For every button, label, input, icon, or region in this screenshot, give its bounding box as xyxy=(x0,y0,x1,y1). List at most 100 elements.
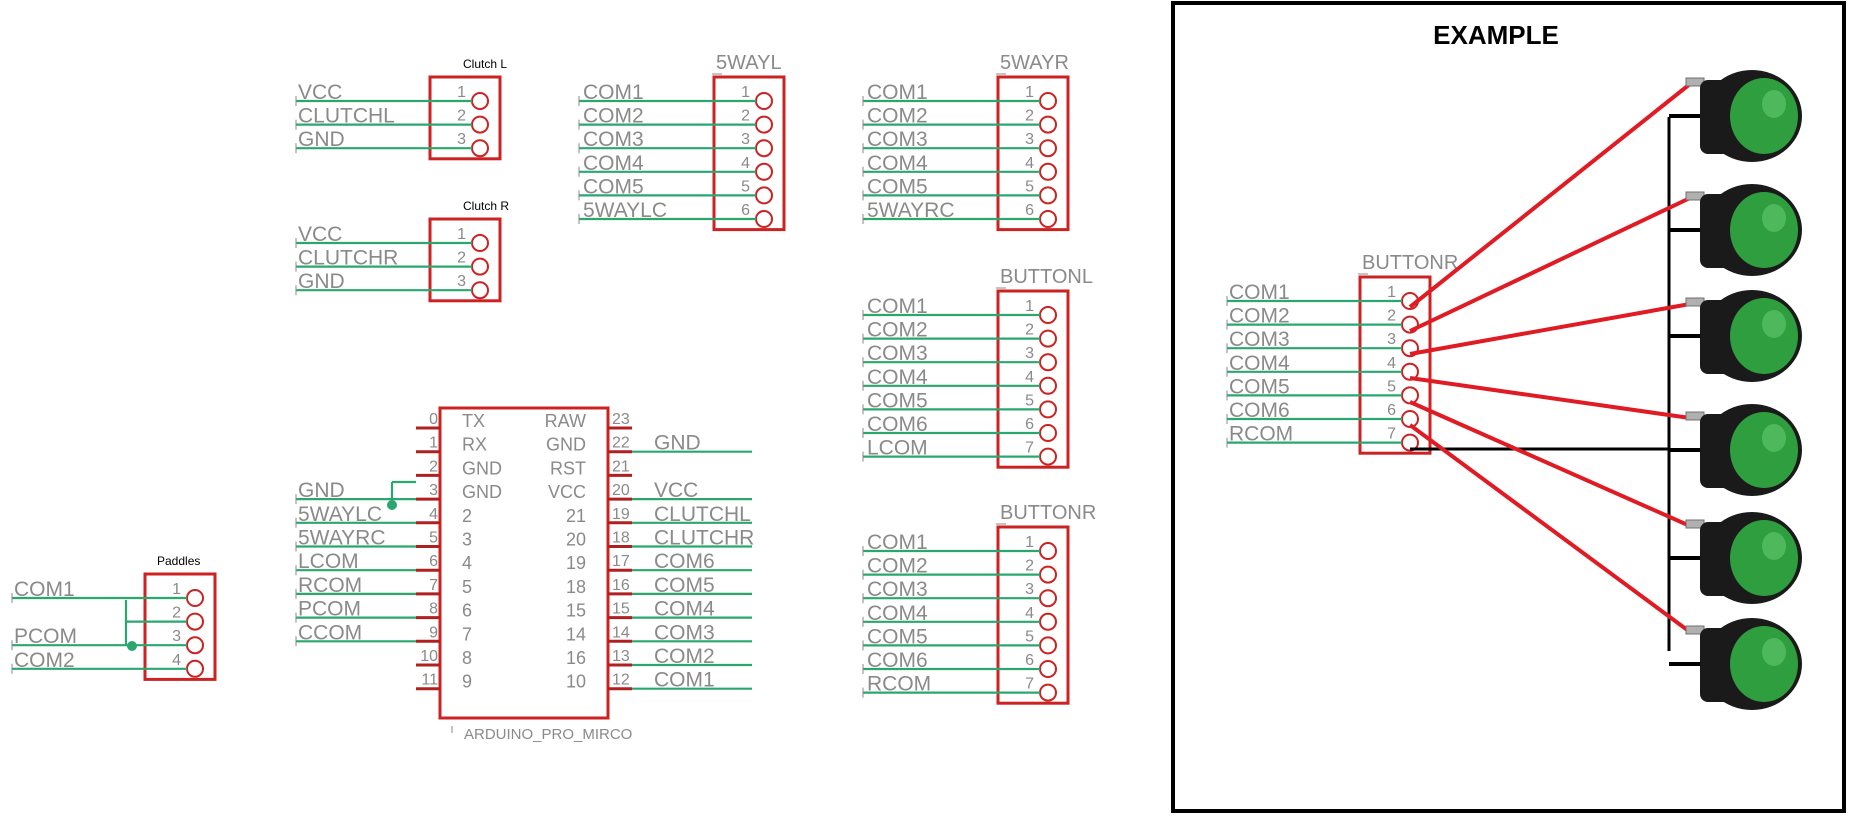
pin-number: 1 xyxy=(1025,534,1034,551)
net-label: LCOM xyxy=(867,437,928,460)
net-label: COM1 xyxy=(1229,281,1290,304)
arduino-pin-label: RAW xyxy=(545,411,586,431)
pin-circle xyxy=(1039,447,1057,466)
pin-circle xyxy=(1039,186,1057,205)
pin-circle xyxy=(186,636,204,655)
arduino-pin-label: TX xyxy=(462,411,485,431)
arduino-pin-label: 14 xyxy=(566,624,586,644)
connector-clutch-l xyxy=(428,75,502,161)
button-highlight xyxy=(1762,310,1786,338)
connector-body xyxy=(996,525,1070,705)
pin-number: 1 xyxy=(172,581,181,598)
net-label: RCOM xyxy=(298,574,362,597)
arduino-pin-label: 8 xyxy=(462,648,472,668)
pin-circle xyxy=(1401,410,1419,428)
arduino-pin-number: 11 xyxy=(421,672,438,689)
pin-circle xyxy=(755,210,773,228)
pin-number: 2 xyxy=(457,250,466,267)
pin-circle xyxy=(471,115,489,134)
button-cap xyxy=(1730,520,1798,596)
pin-number: 7 xyxy=(1387,426,1396,443)
connector-title: Clutch R xyxy=(463,199,509,213)
net-label: 5WAYRC xyxy=(867,199,955,222)
arduino-pin-number: 5 xyxy=(429,530,438,547)
pin-circle xyxy=(1039,612,1057,631)
pin-number: 5 xyxy=(741,178,750,195)
arduino-pin-label: 7 xyxy=(462,624,472,644)
button-cap xyxy=(1730,412,1798,488)
net-label: COM4 xyxy=(867,366,928,389)
arduino-pin-label: GND xyxy=(546,435,586,455)
button-highlight xyxy=(1762,204,1786,232)
pin-circle xyxy=(1039,210,1057,228)
pin-number: 5 xyxy=(1387,378,1396,395)
net-label: RCOM xyxy=(1229,423,1293,446)
connector-title: Clutch L xyxy=(463,57,507,71)
connector-title: BUTTONR xyxy=(1362,252,1458,274)
arduino-pin-label: RX xyxy=(462,435,487,455)
net-label: COM2 xyxy=(867,319,928,342)
arduino-pin-label: VCC xyxy=(548,482,586,502)
arduino-pin-number: 20 xyxy=(612,482,630,499)
pin-number: 4 xyxy=(172,652,181,669)
net-label: LCOM xyxy=(298,550,359,573)
connector-clutch-r xyxy=(428,217,502,303)
connector-5wayr xyxy=(996,75,1070,232)
net-label: COM6 xyxy=(867,649,928,672)
arduino-pin-number: 0 xyxy=(429,411,438,428)
arduino-pin-label: 2 xyxy=(462,506,472,526)
pin-circle xyxy=(471,257,489,276)
connector-title: 5WAYL xyxy=(716,52,782,74)
connector-title: 5WAYR xyxy=(1000,52,1069,74)
pin-number: 6 xyxy=(1025,416,1034,433)
pin-number: 5 xyxy=(1025,178,1034,195)
arduino-pin-number: 15 xyxy=(612,601,630,618)
net-label: COM5 xyxy=(1229,375,1290,398)
pin-number: 1 xyxy=(741,84,750,101)
net-label: COM1 xyxy=(867,531,928,554)
pin-circle xyxy=(755,186,773,205)
pin-circle xyxy=(186,612,204,631)
green-pushbutton-icon xyxy=(1685,70,1802,162)
net-label: CCOM xyxy=(298,621,362,644)
arduino-pin-number: 8 xyxy=(429,601,438,618)
button-highlight xyxy=(1762,90,1786,118)
net-label: GND xyxy=(298,479,345,502)
arduino-pin-label: 5 xyxy=(462,577,472,597)
signal-wire xyxy=(1409,376,1691,420)
green-pushbutton-icon xyxy=(1685,290,1802,382)
arduino-pin-label: 16 xyxy=(566,648,586,668)
connector-buttonl xyxy=(996,289,1070,469)
net-label: COM6 xyxy=(1229,399,1290,422)
net-label: 5WAYRC xyxy=(298,527,386,550)
signal-wire xyxy=(1409,196,1691,333)
green-pushbutton-icon xyxy=(1685,618,1802,710)
pin-number: 1 xyxy=(457,84,466,101)
pin-number: 2 xyxy=(1025,322,1034,339)
net-label: CLUTCHR xyxy=(298,247,398,270)
net-label: CLUTCHR xyxy=(654,527,754,550)
arduino-pin-number: 3 xyxy=(429,482,438,499)
arduino-pin-number: 23 xyxy=(612,411,630,428)
pin-number: 4 xyxy=(741,155,750,172)
connector-title: Paddles xyxy=(157,554,200,568)
pin-circle xyxy=(1039,565,1057,584)
pin-circle xyxy=(1039,306,1057,324)
pin-number: 1 xyxy=(457,226,466,243)
arduino-pin-label: 18 xyxy=(566,577,586,597)
net-label: COM1 xyxy=(867,81,928,104)
pin-circle xyxy=(1039,400,1057,419)
arduino-name: ARDUINO_PRO_MIRCO xyxy=(464,726,632,743)
green-pushbutton-icon xyxy=(1685,184,1802,276)
arduino-pin-label: RST xyxy=(550,458,586,478)
pin-number: 3 xyxy=(741,131,750,148)
arduino-pin-label: 6 xyxy=(462,601,472,621)
connector-title: BUTTONR xyxy=(1000,502,1096,524)
net-label: COM2 xyxy=(1229,305,1290,328)
net-label: COM5 xyxy=(867,625,928,648)
arduino-pin-label: 15 xyxy=(566,601,586,621)
pin-number: 2 xyxy=(1025,108,1034,125)
net-label: COM4 xyxy=(583,152,644,175)
net-label: COM4 xyxy=(654,598,715,621)
example-title: EXAMPLE xyxy=(1433,20,1559,50)
